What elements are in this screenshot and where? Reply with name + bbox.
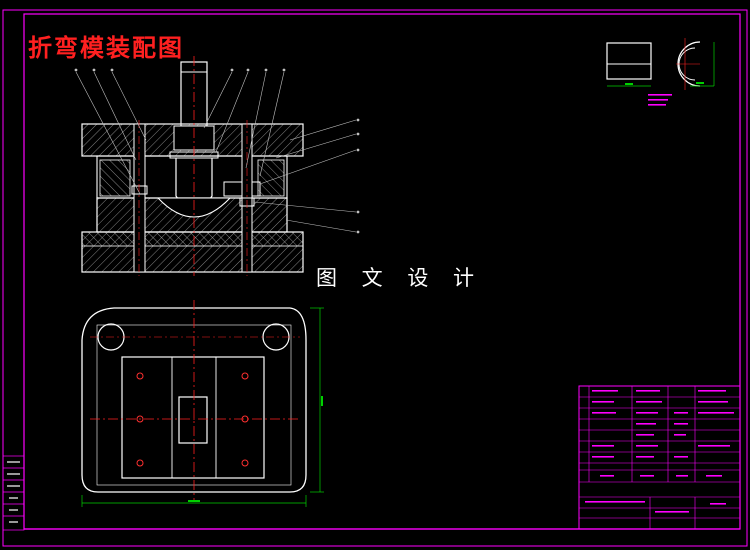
left-margin-table	[2, 455, 25, 531]
watermark-text: 图 文 设 计	[316, 266, 484, 290]
front-section-view	[74, 56, 360, 276]
drawing-title: 折弯模装配图	[28, 33, 184, 62]
parts-list-title-block	[578, 385, 741, 530]
part-detail-sketch	[606, 38, 715, 90]
plan-view	[81, 300, 324, 507]
technical-notes	[648, 94, 672, 106]
